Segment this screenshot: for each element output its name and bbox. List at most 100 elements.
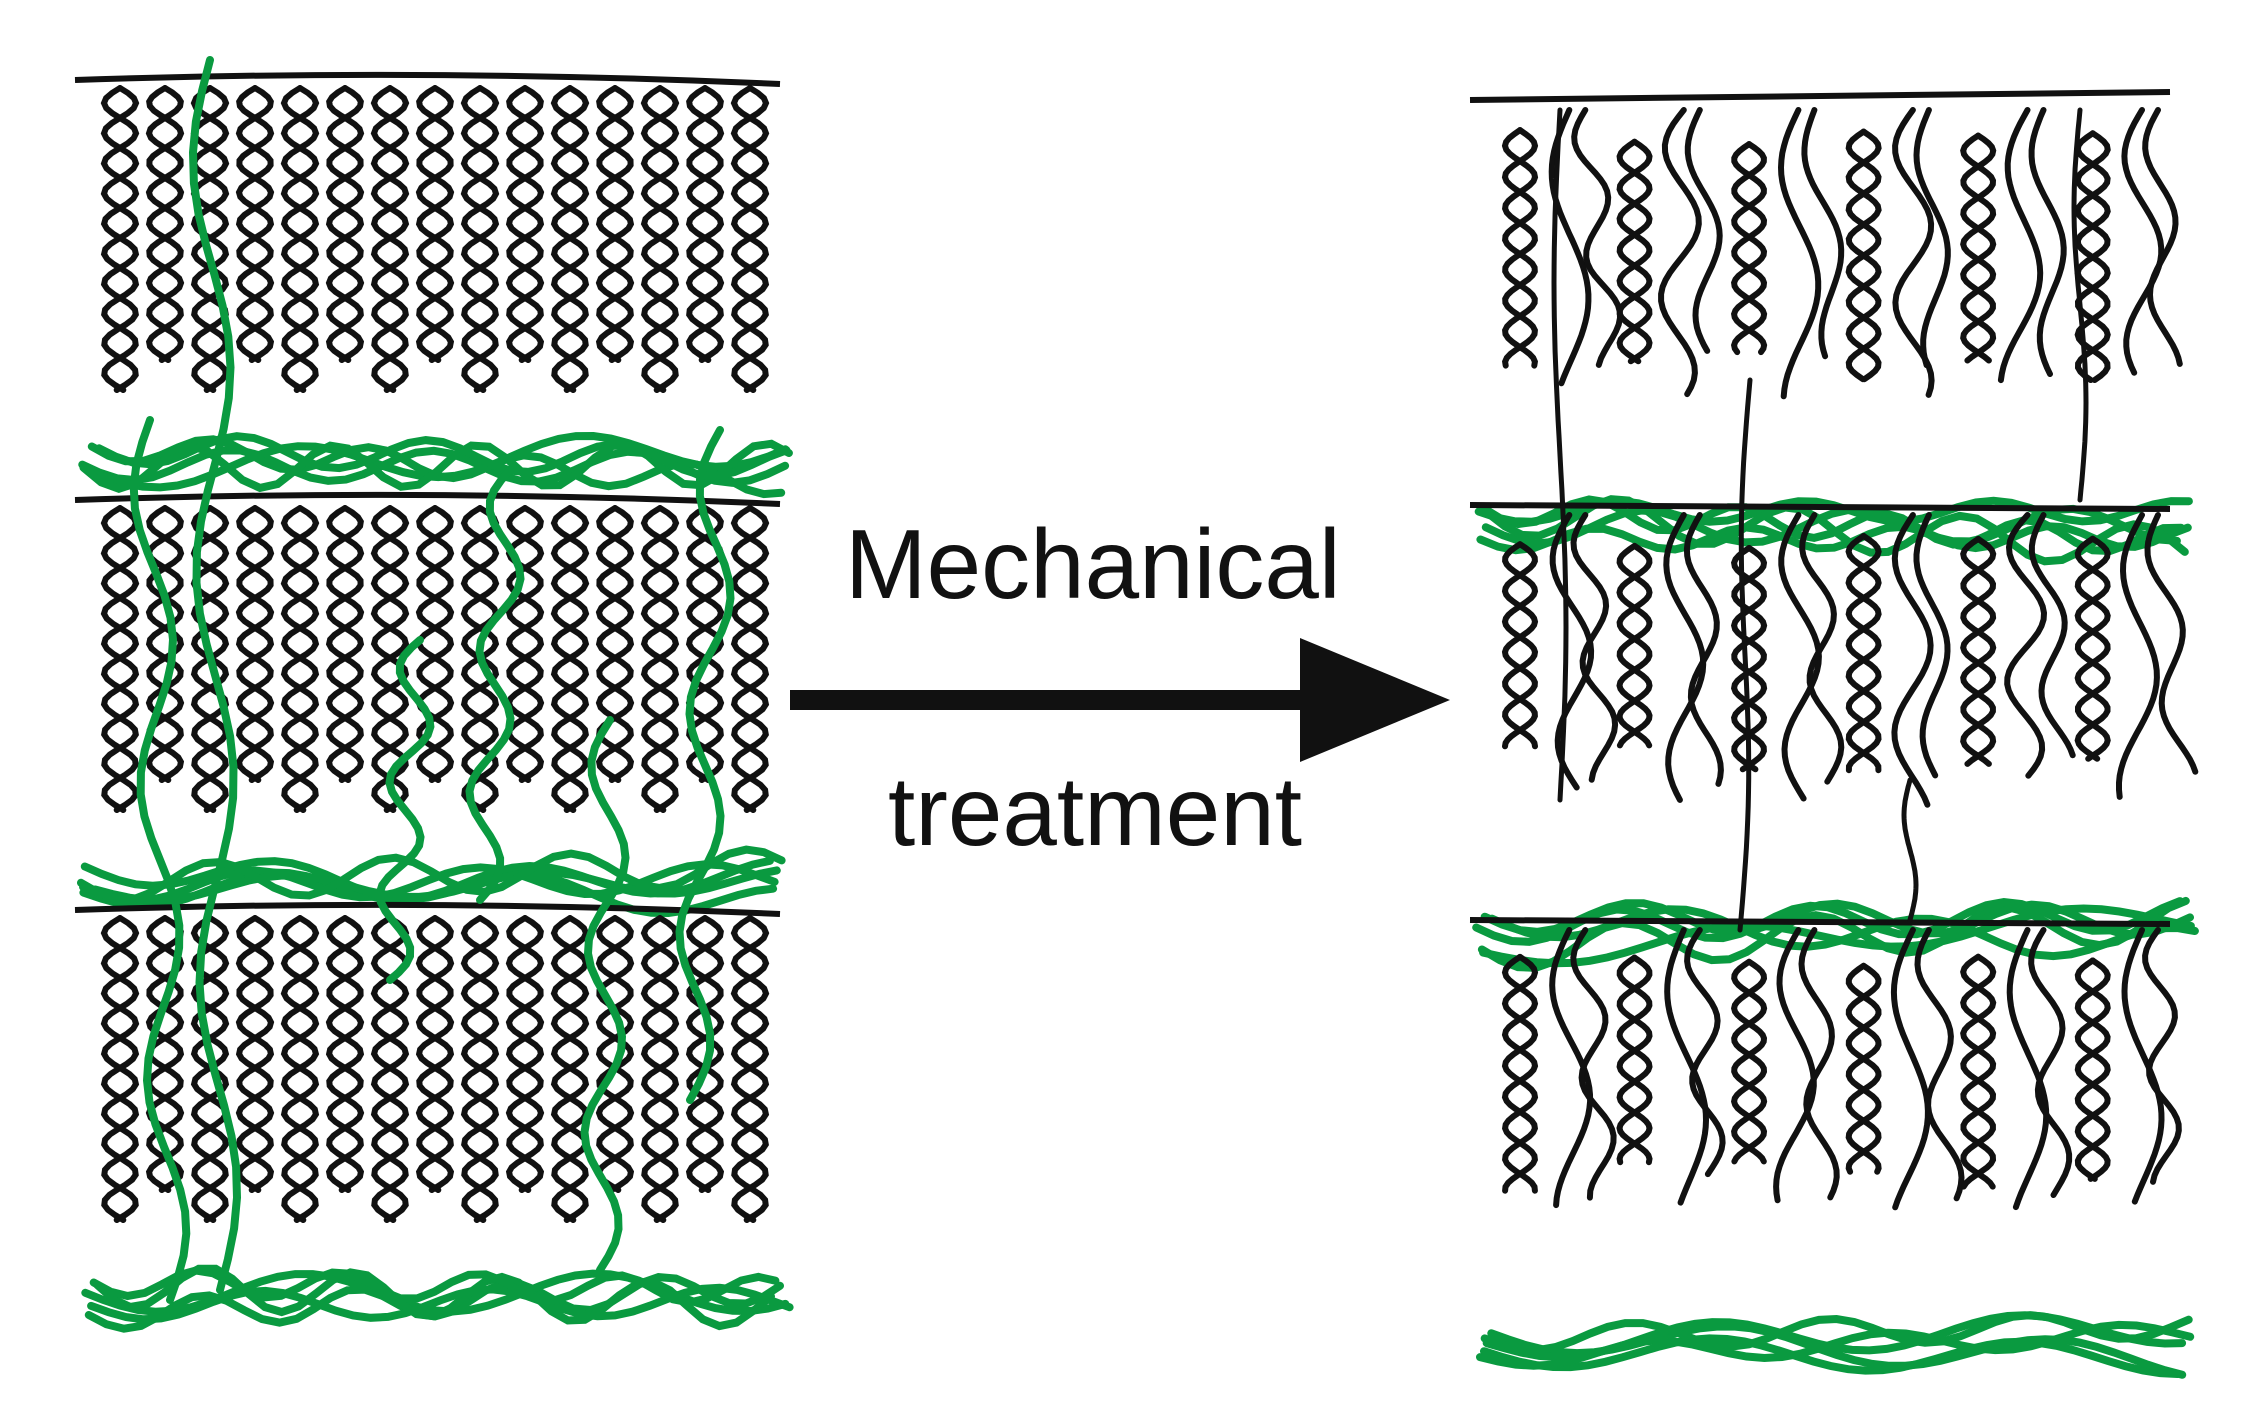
unwound-strand-long [1551, 107, 1569, 803]
unwound-strand [2121, 927, 2165, 1205]
helix [280, 85, 320, 393]
helix [325, 85, 365, 363]
helix-strand [550, 915, 590, 1223]
helix-strand [1845, 962, 1882, 1175]
polymer-strand [1482, 1311, 2187, 1362]
helix-strand [595, 915, 635, 1193]
helix-strand [1730, 141, 1768, 356]
helix-strand [505, 505, 545, 783]
helix [1845, 962, 1882, 1175]
helix-strand [1845, 533, 1882, 774]
helix-strand [640, 85, 680, 393]
helix-strand [415, 915, 455, 1193]
polymer-strand [93, 1264, 775, 1331]
helix-strand [100, 505, 140, 813]
helix [460, 915, 500, 1223]
polymer-strand [89, 1266, 780, 1307]
helix-strand [1501, 127, 1539, 369]
polymer-band [1472, 896, 2199, 972]
unwound-strand [1913, 107, 1951, 369]
helix-strand [595, 505, 635, 783]
unwound-strand [1799, 512, 1845, 785]
helix-strand [460, 915, 500, 1223]
helix-strand [685, 85, 725, 363]
layer-top-line [1469, 917, 2171, 927]
helix [1730, 141, 1768, 356]
helix-strand [2074, 957, 2111, 1182]
helix-strand [730, 915, 770, 1223]
helix-strand [595, 915, 635, 1193]
helix-strand [1731, 958, 1768, 1165]
helix [550, 915, 590, 1223]
helix-strand [190, 85, 230, 393]
helix-strand [730, 85, 770, 393]
layer-top-line [1469, 502, 2171, 512]
polymer-strand [77, 845, 786, 904]
helix-strand [2074, 130, 2111, 383]
unwound-strand [2144, 512, 2199, 775]
helix-strand [1731, 141, 1768, 356]
helix-strand [1616, 542, 1653, 749]
helix [235, 505, 275, 783]
helix [1616, 954, 1653, 1166]
helix [1731, 958, 1768, 1165]
helix-strand [370, 505, 410, 813]
helix-strand [550, 505, 590, 813]
polymer-band [1476, 1311, 2195, 1379]
polymer-strand [91, 866, 781, 905]
unwound-strand [2116, 512, 2160, 800]
helix [595, 915, 635, 1193]
helix-strand [1960, 132, 1997, 364]
helix [325, 505, 365, 783]
helix-strand [460, 85, 500, 393]
helix-strand [370, 85, 410, 393]
helix [640, 915, 680, 1223]
helix [1960, 953, 1997, 1190]
unwound-strand [1548, 107, 1592, 387]
unwound-strand [2006, 927, 2050, 1211]
helix [2074, 957, 2111, 1182]
helix-strand [1616, 954, 1653, 1166]
helix-strand [325, 85, 365, 363]
helix-strand [1960, 953, 1997, 1190]
helix [370, 915, 410, 1223]
helix [235, 915, 275, 1193]
arrow-head-icon [1300, 638, 1450, 762]
helix-strand [145, 85, 185, 363]
unwound-strand [2028, 512, 2076, 759]
helix-strand [235, 505, 275, 783]
layer-top-line [74, 491, 781, 507]
unwound-strand [1571, 107, 1624, 368]
helix [235, 85, 275, 363]
polymer-strand-vertical [465, 466, 525, 904]
unwound-strand [2004, 512, 2048, 779]
helix [595, 505, 635, 783]
helix-strand [325, 85, 365, 363]
helix-strand [235, 85, 275, 363]
helix [550, 85, 590, 393]
helix [100, 505, 140, 813]
unwound-strand [1914, 927, 1965, 1202]
polymer-strand-vertical [188, 56, 242, 1294]
helix [1501, 127, 1539, 369]
helix [370, 85, 410, 393]
helix-strand [685, 85, 725, 363]
helix [1960, 536, 1997, 767]
helix-strand [235, 85, 275, 363]
helix-strand [1730, 545, 1768, 773]
unwound-strand [1997, 107, 2044, 384]
helix-strand [1845, 533, 1882, 774]
unwound-strand [1570, 512, 1619, 783]
unwound-strand [1684, 107, 1723, 354]
polymer-strand [1476, 522, 2192, 555]
helix-strand [595, 85, 635, 363]
unwound-strand-long [1901, 777, 1919, 923]
helix-strand [145, 505, 185, 783]
layer-top-line [74, 71, 781, 87]
unwound-strand [1801, 107, 1845, 360]
helix-strand [145, 915, 185, 1193]
helix [145, 85, 185, 363]
polymer-strand-vertical [675, 426, 735, 1104]
unwound-strand [1777, 107, 1822, 400]
unwound-strand [2028, 927, 2073, 1198]
